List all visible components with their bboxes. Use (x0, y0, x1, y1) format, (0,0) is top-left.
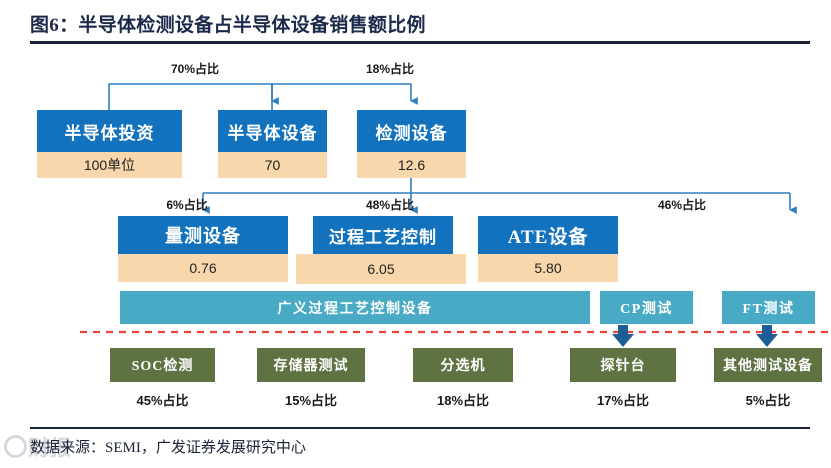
node-cp-test[interactable]: CP测试 (600, 291, 693, 324)
footer-divider (30, 427, 810, 429)
edge-label-18pct: 18%占比 (365, 62, 415, 76)
node-semiconductor-investment-value: 100单位 (37, 152, 182, 178)
edge-label-48pct: 48%占比 (365, 198, 415, 212)
edge-label-70pct: 70%占比 (170, 62, 220, 76)
node-ate-equipment-value: 5.80 (478, 254, 618, 282)
node-broad-process-control-equipment[interactable]: 广义过程工艺控制设备 (120, 291, 590, 324)
node-ate-equipment-label: ATE设备 (478, 216, 618, 254)
node-memory-test[interactable]: 存储器测试 (257, 348, 365, 382)
node-inspection-equipment-value: 12.6 (357, 152, 466, 178)
node-semiconductor-investment-label: 半导体投资 (37, 110, 182, 152)
node-soc-inspection[interactable]: SOC检测 (110, 348, 215, 382)
node-metrology-equipment-value: 0.76 (118, 254, 288, 282)
share-prober: 17%占比 (596, 393, 650, 408)
node-inspection-equipment-label: 检测设备 (357, 110, 466, 152)
edge-label-6pct: 6%占比 (166, 198, 208, 212)
watermark-text: 财报 (28, 437, 72, 460)
node-prober[interactable]: 探针台 (570, 348, 676, 382)
watermark-ring-icon (4, 435, 27, 458)
node-semiconductor-equipment[interactable]: 半导体设备 70 (218, 110, 327, 178)
node-semiconductor-equipment-value: 70 (218, 152, 327, 178)
node-ate-equipment[interactable]: ATE设备 5.80 (478, 216, 618, 282)
node-inspection-equipment[interactable]: 检测设备 12.6 (357, 110, 466, 178)
page-title: 图6：半导体检测设备占半导体设备销售额比例 (30, 15, 426, 36)
connector-investment-to-equipment (108, 83, 279, 110)
node-other-test-equipment[interactable]: 其他测试设备 (714, 348, 822, 382)
share-handler: 18%占比 (436, 393, 490, 408)
node-handler[interactable]: 分选机 (413, 348, 513, 382)
node-process-control-value: 6.05 (296, 254, 466, 284)
node-semiconductor-investment[interactable]: 半导体投资 100单位 (37, 110, 182, 178)
node-metrology-equipment[interactable]: 量测设备 0.76 (118, 216, 288, 282)
title-divider (30, 41, 810, 44)
connector-ft-to-other (756, 325, 778, 347)
edge-label-46pct: 46%占比 (657, 198, 707, 212)
connector-equipment-to-inspection (271, 83, 418, 110)
node-metrology-equipment-label: 量测设备 (118, 216, 288, 254)
share-memory-test: 15%占比 (284, 393, 338, 408)
watermark-logo: 财报 (4, 432, 122, 464)
node-ft-test[interactable]: FT测试 (722, 291, 815, 324)
node-process-control-label: 过程工艺控制 (313, 216, 453, 254)
connector-cp-to-prober (612, 325, 634, 347)
title-bar: 图6：半导体检测设备占半导体设备销售额比例 (30, 10, 810, 44)
source-note: 数据来源：SEMI，广发证券发展研究中心 (30, 440, 306, 456)
share-other-test-equipment: 5%占比 (745, 393, 791, 408)
share-soc-inspection: 45%占比 (136, 393, 189, 408)
node-semiconductor-equipment-label: 半导体设备 (218, 110, 327, 152)
